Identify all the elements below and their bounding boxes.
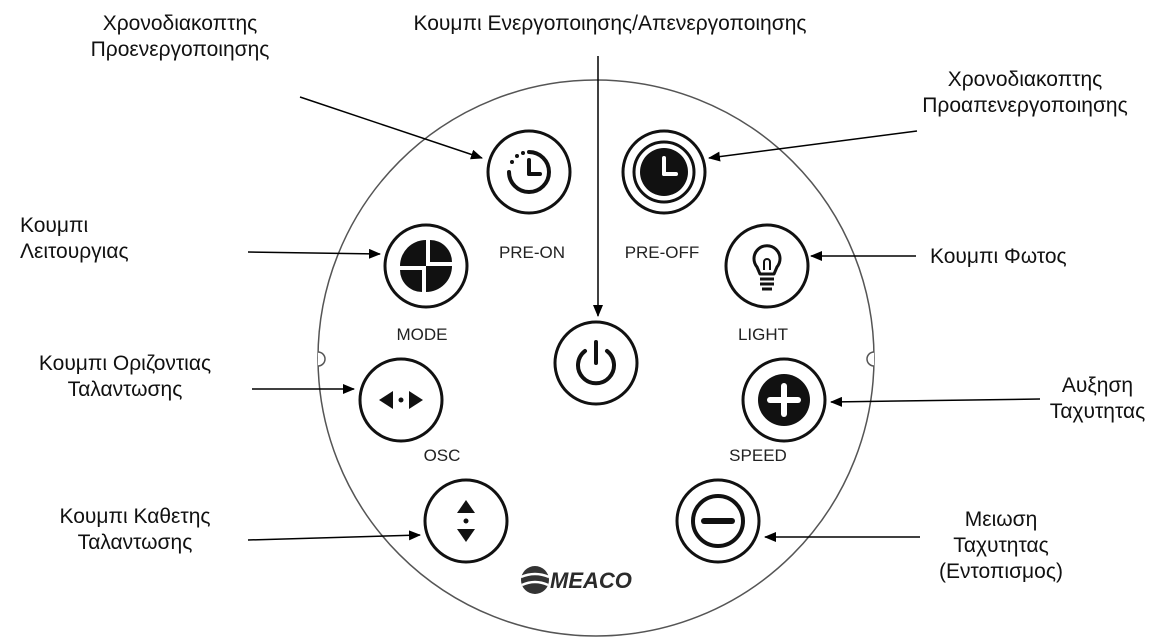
callout-pre-off-timer: Χρονοδιακοπτης Προαπενεργοποιησης xyxy=(910,67,1140,119)
callout-line: Αυξηση xyxy=(1061,374,1134,397)
arrow-speed-up xyxy=(830,396,1041,407)
lightbulb-icon xyxy=(752,244,782,291)
callout-line: Προαπενεργοποιησης xyxy=(922,94,1128,117)
callout-line: Κουμπι Ενεργοποιησης/Απενεργοποιησης xyxy=(413,12,807,35)
pre-off-label: PRE-OFF xyxy=(625,243,700,262)
arrow-vertical-osc xyxy=(247,530,421,541)
minus-icon xyxy=(691,494,745,548)
callout-line: Κουμπι Φωτος xyxy=(930,245,1067,268)
up-down-arrows-icon xyxy=(457,500,475,542)
callout-speed-up: Αυξηση Ταχυτητας xyxy=(1040,373,1155,425)
light-button[interactable] xyxy=(724,223,810,309)
callout-line: Ταλαντωσης xyxy=(77,531,193,554)
power-button[interactable] xyxy=(553,320,639,406)
mode-button[interactable] xyxy=(383,223,469,309)
panel-notch-left xyxy=(317,351,326,367)
power-icon xyxy=(576,340,616,386)
pre-on-button[interactable] xyxy=(486,129,572,215)
callout-line: Προενεργοποιησης xyxy=(90,38,270,61)
callout-line: Κουμπι xyxy=(20,214,89,237)
callout-speed-down: Μειωση Ταχυτητας (Εντοπισμος) xyxy=(916,507,1086,585)
pre-off-button[interactable] xyxy=(621,129,707,215)
horizontal-osc-button[interactable] xyxy=(358,357,444,443)
speed-down-button[interactable] xyxy=(675,478,761,564)
light-label: LIGHT xyxy=(738,325,788,344)
callout-line: Λειτουργιας xyxy=(20,240,129,263)
callout-line: Ταλαντωσης xyxy=(67,378,183,401)
callout-line: Ταχυτητας xyxy=(953,534,1049,557)
callout-power: Κουμπι Ενεργοποιησης/Απενεργοποιησης xyxy=(360,11,860,37)
callout-vertical-osc: Κουμπι Καθετης Ταλαντωσης xyxy=(20,504,250,556)
meaco-logo: MEACO xyxy=(520,566,632,594)
callout-line: Χρονοδιακοπτης xyxy=(947,68,1103,91)
globe-icon xyxy=(521,566,549,594)
fan-icon xyxy=(400,240,452,292)
callout-line: (Εντοπισμος) xyxy=(939,560,1063,583)
callout-line: Ταχυτητας xyxy=(1049,400,1146,423)
panel-notch-right xyxy=(866,351,875,367)
pre-on-timer-icon xyxy=(507,150,551,194)
brand-name: MEACO xyxy=(550,568,632,593)
callout-line: Μειωση xyxy=(964,508,1038,531)
callout-line: Κουμπι Καθετης xyxy=(59,505,211,528)
speed-up-button[interactable] xyxy=(741,357,827,443)
callout-line: Κουμπι Οριζοντιας xyxy=(38,352,212,375)
pre-on-label: PRE-ON xyxy=(499,243,565,262)
left-right-arrows-icon xyxy=(379,391,423,409)
callout-light: Κουμπι Φωτος xyxy=(930,244,1130,270)
speed-label: SPEED xyxy=(729,446,787,465)
vertical-osc-button[interactable] xyxy=(423,478,509,564)
callout-line: Χρονοδιακοπτης xyxy=(102,12,258,35)
callout-horizontal-osc: Κουμπι Οριζοντιας Ταλαντωσης xyxy=(5,351,245,403)
arrow-pre-off xyxy=(708,130,918,162)
mode-label: MODE xyxy=(397,325,448,344)
osc-label: OSC xyxy=(424,446,461,465)
arrow-mode xyxy=(247,248,381,259)
callout-arrows xyxy=(247,56,1041,542)
callout-mode: Κουμπι Λειτουργιας xyxy=(20,213,138,265)
callout-pre-on-timer: Χρονοδιακοπτης Προενεργοποιησης xyxy=(80,11,280,63)
arrow-pre-on xyxy=(299,96,483,160)
